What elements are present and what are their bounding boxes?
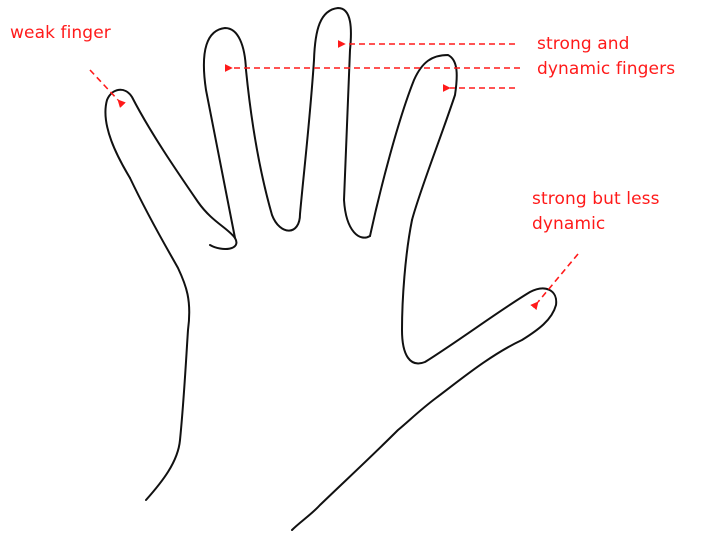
palm-left-edge <box>130 178 189 500</box>
thumb-outline <box>292 220 556 530</box>
strong-less-line2: dynamic <box>532 212 660 237</box>
hand-outline <box>105 8 556 530</box>
strong-less-dynamic-label: strong but less dynamic <box>532 187 660 237</box>
ring-finger-outline <box>204 8 370 238</box>
weak-finger-label: weak finger <box>10 21 111 46</box>
index-finger-outline <box>370 55 457 236</box>
pinky-finger-outline <box>105 90 236 249</box>
strong-less-line1: strong but less <box>532 187 660 212</box>
strong-dynamic-line2: dynamic fingers <box>537 57 675 82</box>
weak-finger-text: weak finger <box>10 21 111 46</box>
thumb-arrow <box>538 254 578 302</box>
strong-dynamic-label: strong and dynamic fingers <box>537 32 675 82</box>
annotation-arrows <box>90 44 578 302</box>
strong-dynamic-line1: strong and <box>537 32 675 57</box>
weak-finger-arrow <box>90 70 118 100</box>
